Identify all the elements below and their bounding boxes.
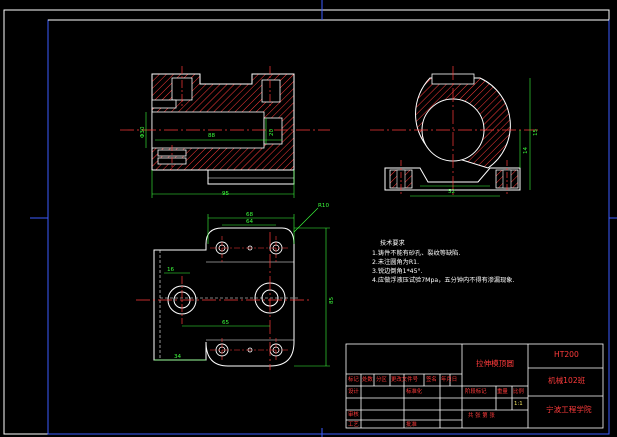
dim-top-height: 85 — [329, 296, 335, 304]
dim-top-width-outer: 68 — [246, 212, 254, 218]
side-section-view — [370, 66, 540, 197]
dim-top-left-offset: 34 — [174, 354, 182, 360]
material: HT200 — [554, 350, 579, 359]
title-block-grid — [345, 343, 604, 429]
rev-header-date: 年月日 — [441, 377, 458, 383]
dim-side-offset: 14 — [523, 146, 529, 154]
sign-row-review: 审核 — [348, 412, 359, 418]
tech-note-1: 1.铸件不能有砂孔、裂纹等缺陷. — [372, 249, 461, 257]
dim-top-width-inner: 64 — [246, 219, 254, 225]
technical-requirements: 技术要求 1.铸件不能有砂孔、裂纹等缺陷. 2.未注圆角为R1. 3.锐边倒角1… — [372, 240, 572, 286]
inner-frame — [47, 19, 610, 435]
scale-label: 比例 — [513, 389, 524, 395]
weight-label: 重量 — [497, 389, 508, 395]
stage-label: 阶段标记 — [465, 389, 487, 395]
approve-label: 批准 — [406, 422, 417, 428]
front-section-view — [120, 66, 330, 198]
dim-front-bore: Φ30 — [140, 126, 146, 138]
rev-header-count: 处数 — [362, 377, 373, 383]
rev-header-sign: 签名 — [426, 377, 437, 383]
dim-front-total: 95 — [222, 191, 230, 197]
sign-row-process: 工艺 — [348, 422, 359, 428]
dim-front-inner: 88 — [208, 133, 216, 139]
rev-header-doc: 更改文件号 — [391, 377, 418, 383]
class-name: 机械102班 — [548, 376, 586, 385]
top-view — [136, 207, 330, 370]
dim-top-bolt-span: 65 — [222, 320, 230, 326]
dim-top-small: 16 — [167, 267, 175, 273]
rev-header-zone: 分区 — [376, 377, 387, 383]
dim-front-small: 20 — [269, 128, 275, 136]
std-label: 标准化 — [406, 389, 423, 395]
sheet-label: 共 张 第 张 — [468, 413, 495, 419]
dim-side-base: 52 — [448, 189, 456, 195]
tech-note-3: 3.锐边倒角1*45°. — [372, 267, 423, 275]
sign-row-design: 设计 — [348, 389, 359, 395]
dim-top-radius: R10 — [318, 203, 330, 209]
part-name: 拉伸模顶圆 — [476, 359, 514, 368]
tech-notes-heading: 技术要求 — [380, 240, 405, 247]
school-name: 宁波工程学院 — [546, 405, 592, 414]
dim-side-height: 15 — [533, 128, 539, 136]
outer-border — [3, 9, 610, 435]
rev-header-mark: 标记 — [348, 377, 359, 383]
tech-note-2: 2.未注圆角为R1. — [372, 258, 420, 266]
tech-note-4: 4.应做浮液压试验7Mpa，五分钟内不得有渗漏现象. — [372, 276, 515, 284]
scale-value: 1:1 — [514, 401, 523, 407]
